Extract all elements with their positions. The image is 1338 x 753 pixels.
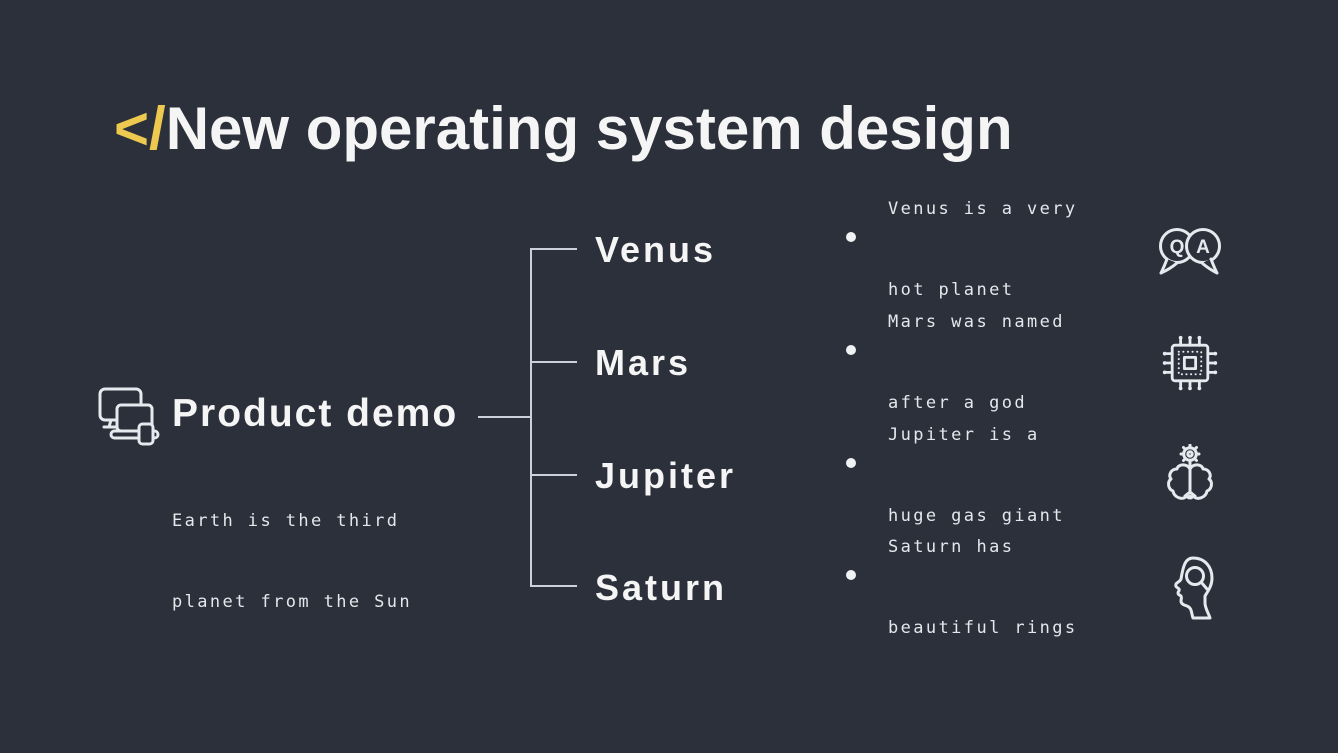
head-magnifier-icon (1152, 554, 1228, 622)
branch-row-saturn: Saturn Saturn has beautiful rings (0, 537, 1338, 638)
svg-text:A: A (1196, 237, 1210, 258)
desc-line-1: Jupiter is a (888, 425, 1040, 445)
tree-branch-line-saturn (530, 585, 577, 587)
root-node-label: Product demo (172, 392, 459, 435)
bullet-dot (846, 232, 856, 242)
branch-description-jupiter: Jupiter is a huge gas giant (888, 368, 1065, 584)
branch-name-venus: Venus (595, 229, 717, 270)
branch-row-jupiter: Jupiter Jupiter is a huge gas giant (0, 425, 1338, 526)
bullet-dot (846, 458, 856, 468)
responsive-devices-icon (97, 386, 163, 446)
title-text: New operating system design (165, 95, 1013, 162)
tree-branch-line-mars (530, 361, 577, 363)
root-desc-line-1: Earth is the third (172, 511, 400, 531)
brain-gear-icon (1152, 444, 1228, 508)
branch-description-mars: Mars was named after a god (888, 255, 1065, 471)
branch-name-mars: Mars (595, 342, 692, 383)
bullet-dot (846, 570, 856, 580)
svg-text:Q: Q (1170, 237, 1185, 258)
desc-line-2: beautiful rings (888, 618, 1078, 638)
tree-branch-line-jupiter (530, 474, 577, 476)
desc-line-1: Venus is a very (888, 199, 1078, 219)
desc-line-2: after a god (888, 393, 1027, 413)
branch-name-jupiter: Jupiter (595, 455, 737, 496)
tree-trunk-line (530, 248, 532, 586)
branch-name-saturn: Saturn (595, 567, 728, 608)
title-code-prefix: </ (114, 95, 166, 162)
qa-speech-bubbles-icon: Q A (1152, 223, 1228, 277)
desc-line-2: huge gas giant (888, 506, 1065, 526)
slide-title: </New operating system design (114, 94, 1013, 163)
root-desc-line-2: planet from the Sun (172, 592, 413, 612)
branch-description-saturn: Saturn has beautiful rings (888, 480, 1078, 696)
branch-description-venus: Venus is a very hot planet (888, 142, 1078, 358)
bullet-dot (846, 345, 856, 355)
root-node-description: Earth is the third planet from the Sun (172, 454, 412, 670)
desc-line-1: Saturn has (888, 537, 1015, 557)
tree-branch-line-venus (530, 248, 577, 250)
cpu-chip-icon (1152, 333, 1228, 393)
branch-row-venus: Venus Venus is a very hot planet Q A (0, 199, 1338, 300)
tree-root-connector-line (478, 416, 531, 418)
desc-line-2: hot planet (888, 280, 1015, 300)
desc-line-1: Mars was named (888, 312, 1065, 332)
branch-row-mars: Mars Mars was named after a god (0, 312, 1338, 413)
